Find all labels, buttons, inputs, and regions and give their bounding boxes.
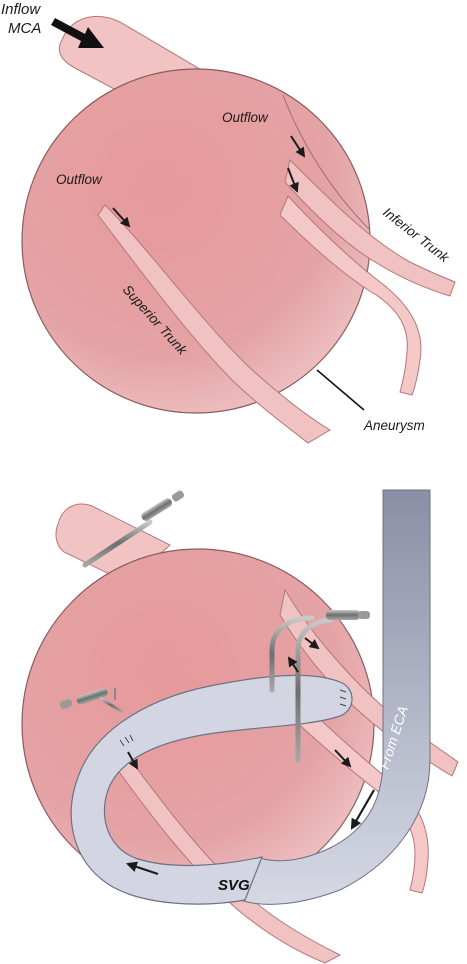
flow-arrow-inferior-right-icon <box>304 637 320 650</box>
flow-arrow-graft-icon <box>125 861 159 876</box>
outflow-arrow-right-lower-icon <box>287 167 299 193</box>
clip-inferior-icon <box>269 610 370 763</box>
inferior-trunk-vessel-lower <box>279 195 422 396</box>
top-panel: Inflow MCA Outflow Outflow Superior Trun… <box>1 1 456 444</box>
anastomosis-sutures <box>119 689 347 747</box>
superior-trunk-vessel <box>97 204 331 444</box>
flow-arrow-eca-icon <box>350 789 375 830</box>
clip-superior-icon <box>59 688 123 714</box>
bottom-panel: SVG From ECA <box>21 489 459 964</box>
aneurysm-pointer <box>316 369 365 411</box>
outflow-arrow-left-icon <box>112 207 131 228</box>
clip-mca-icon <box>82 490 185 568</box>
svg-label: SVG <box>218 877 250 894</box>
svg-graft-body <box>70 674 353 905</box>
flow-arrow-superior-icon <box>127 751 138 770</box>
flow-arrow-inferior-up-icon <box>287 656 299 673</box>
flow-arrow-inferior-down-icon <box>334 749 352 768</box>
inflow-label: Inflow MCA <box>1 1 44 37</box>
outflow-vessel-outline <box>282 94 371 231</box>
outflow-arrow-right-upper-icon <box>290 135 306 158</box>
inflow-arrow-icon <box>51 18 104 48</box>
outflow-left-label: Outflow <box>56 172 103 187</box>
inferior-trunk-vessel-upper <box>284 159 456 297</box>
outflow-right-label: Outflow <box>222 110 269 125</box>
aneurysm-label: Aneurysm <box>363 418 425 433</box>
